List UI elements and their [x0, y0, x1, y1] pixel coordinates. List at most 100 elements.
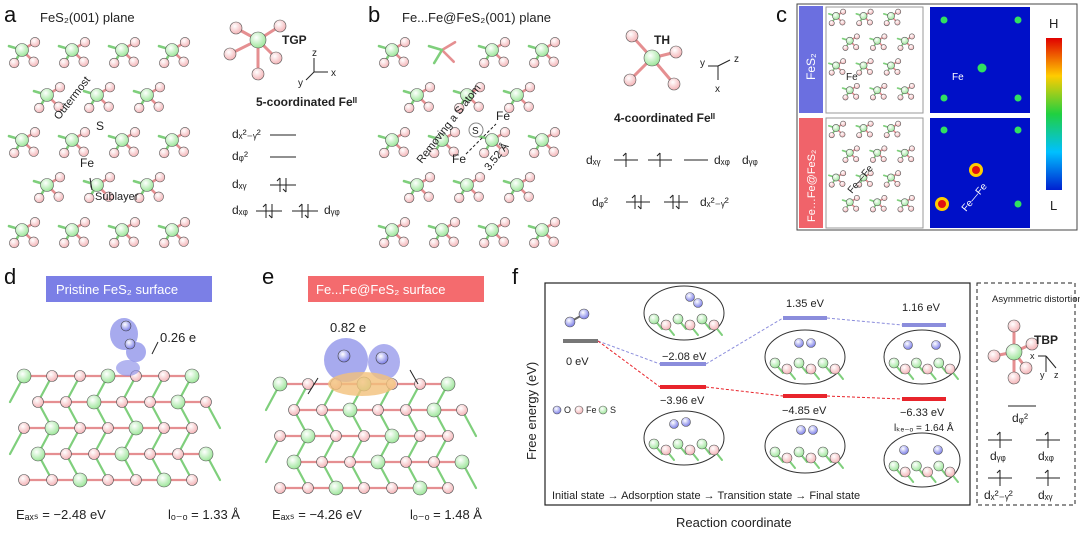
s-atom [404, 102, 415, 114]
s-atom [144, 396, 156, 408]
s-atom [840, 170, 847, 177]
s-atom [129, 217, 141, 228]
row1-tag-label: FeS₂ [804, 53, 818, 80]
s-atom [28, 56, 39, 67]
level-label-adsorb-blue: −2.08 eV [662, 351, 707, 363]
s-atom [473, 101, 484, 112]
s-atom [130, 474, 142, 486]
fe-atom [832, 173, 840, 182]
s-atom [179, 37, 191, 48]
fe-atom [170, 394, 186, 410]
s-atom [708, 319, 720, 331]
s-atom [894, 19, 901, 26]
axes-icon-f: x z y [1030, 351, 1059, 380]
s-atom [894, 180, 901, 187]
panel-e: e Fe...Fe@FeS₂ surface 0.82 e Eₐₓₛ = −4.… [262, 264, 484, 522]
th-label: TH [654, 33, 670, 47]
fefe-badge [308, 276, 484, 302]
svg-text:x: x [1030, 351, 1035, 361]
s-atom [128, 146, 139, 157]
s-atom [839, 180, 846, 187]
orbital-dyz-a: dᵧᵩ [324, 203, 340, 217]
s-atom [428, 456, 440, 468]
s-atom [895, 58, 902, 65]
fe-atom [832, 61, 840, 70]
fe-atom [184, 368, 200, 384]
s-atom [881, 83, 888, 89]
s-atom [424, 82, 436, 93]
s-atom [128, 236, 139, 247]
s-atom [867, 170, 874, 177]
o-atom [794, 338, 804, 348]
panel-label-c: c [776, 2, 787, 27]
s-atom [18, 422, 30, 434]
fe-atom [90, 88, 104, 102]
s-atom [154, 82, 166, 93]
s-atom [200, 396, 212, 408]
s-atom [288, 404, 300, 416]
s-atom [379, 57, 390, 69]
path-blue [597, 317, 903, 365]
fes2-lattice-b [377, 37, 561, 249]
fe-atom [412, 480, 428, 496]
s-atom [1025, 337, 1039, 351]
s-atom [548, 146, 559, 157]
s-atom [59, 147, 70, 159]
s-atom [53, 191, 64, 202]
fes2-lattice-a [7, 37, 191, 249]
orbital-dz2-a: dᵩ² [232, 149, 248, 163]
tbp-label: TBP [1034, 333, 1058, 347]
o-atom [808, 425, 818, 435]
fe-atom [30, 446, 46, 462]
s-atom [449, 217, 461, 228]
s-atom [897, 206, 904, 213]
fe-atom [65, 133, 79, 147]
o-atom [693, 298, 703, 308]
s-atom [474, 172, 486, 183]
sublayer-arrow [89, 177, 93, 191]
bond [440, 40, 457, 52]
s-atom [881, 33, 888, 40]
s-atom [9, 57, 20, 69]
s-atom [867, 120, 874, 127]
s-atom [908, 93, 915, 100]
mini-lattice-top [827, 8, 915, 101]
s-atom [404, 192, 415, 204]
s-atom [908, 156, 915, 163]
fe-atom [86, 394, 102, 410]
outermost-label: Outermost [52, 74, 93, 122]
s-atom [866, 180, 873, 187]
s-atom [153, 101, 164, 112]
s-atom [34, 192, 45, 204]
sublayer-label: Sublayer [95, 191, 139, 203]
s-atom [881, 195, 888, 201]
eads-d: Eₐₓₛ = −2.48 eV [16, 507, 106, 522]
s-atom [9, 237, 20, 249]
s-atom [79, 37, 91, 48]
fe-atom [845, 148, 854, 157]
fe-atom [165, 133, 179, 147]
fe-atom [72, 472, 88, 488]
fe-atom [900, 148, 909, 157]
fe-atom [410, 88, 424, 102]
s-atom [870, 44, 876, 51]
fe-atom [859, 124, 868, 132]
s-atom [159, 147, 170, 159]
fe-atom [460, 178, 474, 192]
s-atom [549, 37, 561, 48]
fe-atom [672, 438, 684, 450]
s-atom [178, 236, 189, 247]
fe-atom [40, 88, 54, 102]
s-atom [908, 44, 915, 51]
orbital-dz2-b: dᵩ² [592, 195, 608, 209]
s-atom [922, 466, 933, 478]
s-atom [839, 68, 846, 75]
s-atom [529, 147, 540, 159]
fe-atom [410, 178, 424, 192]
s-atom [179, 127, 191, 138]
orbital-dyz-f: dᵧᵩ [990, 449, 1006, 463]
lfeo-label: lₖₑ₋ₒ = 1.64 Å [894, 421, 954, 434]
fe-atom [385, 43, 399, 57]
fe-atom [887, 173, 895, 182]
fe-atom [769, 446, 781, 458]
